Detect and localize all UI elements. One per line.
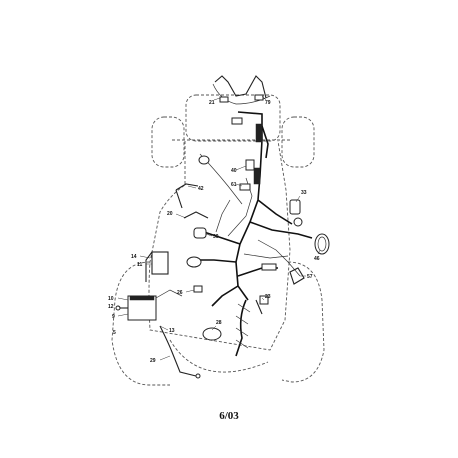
- callout-42: 42: [198, 186, 204, 192]
- ignition-switch: [198, 155, 210, 165]
- harness-branch-right: [257, 199, 293, 225]
- seat-switch-28: [202, 327, 222, 341]
- callout-57: 57: [307, 274, 313, 280]
- battery-cable-positive: [155, 289, 183, 299]
- seat-deck-outline: [169, 339, 269, 373]
- dash-switch: [231, 117, 243, 125]
- callout-23: 23: [265, 294, 271, 300]
- callout-14: 14: [131, 254, 137, 260]
- harness-connector-mid: [253, 167, 261, 185]
- harness-wire-pto: [243, 253, 289, 259]
- battery-bolt: [115, 305, 121, 311]
- callout-20: 20: [167, 211, 173, 217]
- callout-21: 21: [209, 100, 215, 106]
- callout-28: 28: [216, 320, 222, 326]
- right-side-components: [289, 199, 330, 285]
- harness-branch-left: [203, 231, 241, 245]
- harness-wire-seat: [257, 239, 301, 277]
- connector-26: [193, 285, 203, 293]
- callout-26: 26: [177, 290, 183, 296]
- rear-right-tire-outline: [281, 261, 325, 383]
- grommet: [293, 217, 303, 227]
- callout-33: 33: [301, 190, 307, 196]
- solenoid: [186, 256, 202, 268]
- switch-39: [193, 227, 207, 239]
- headlight-bracket: [214, 75, 267, 99]
- battery-box-side: [145, 251, 153, 282]
- rear-components: [193, 285, 269, 357]
- dash-components: [175, 117, 255, 209]
- callout-40: 40: [231, 168, 237, 174]
- headlight-right: [254, 94, 264, 101]
- harness-connector-upper: [255, 123, 263, 143]
- front-left-tire-outline: [151, 116, 185, 168]
- harness-wire-left: [215, 199, 231, 233]
- harness-coil-wraps: [235, 303, 251, 349]
- harness-connector-lower: [261, 263, 277, 271]
- callout-12: 12: [108, 304, 114, 310]
- callout-11: 11: [137, 262, 143, 268]
- headlight-left: [219, 96, 229, 103]
- callout-9: 9: [112, 314, 115, 320]
- battery-section: [115, 251, 201, 379]
- harness-branch-rear: [211, 285, 239, 307]
- body-outline: [148, 140, 291, 351]
- callout-79: 79: [265, 100, 271, 106]
- callout-5: 5: [113, 330, 116, 336]
- clip-20: [183, 211, 209, 219]
- module-40: [245, 159, 255, 171]
- harness-branch-left-low: [198, 259, 237, 263]
- callout-61: 61: [231, 182, 237, 188]
- callout-labels: 21 79 40 61 42 33 20 39 14 11 46 57 10 1…: [108, 100, 320, 364]
- callout-39: 39: [213, 234, 219, 240]
- tractor-outline: [111, 94, 325, 386]
- rear-left-tire-outline: [111, 261, 170, 386]
- harness-branch-light: [249, 221, 313, 239]
- fuse-holder-57: [289, 267, 305, 285]
- page-date-footer: 6/03: [219, 410, 239, 422]
- part-23-lead: [255, 299, 263, 315]
- harness-coil: [235, 299, 247, 357]
- ground-terminal: [195, 373, 201, 379]
- callout-13: 13: [169, 328, 175, 334]
- cable-42: [175, 183, 199, 191]
- headlight-assembly: [212, 75, 271, 105]
- battery-cable-negative: [159, 325, 197, 377]
- harness-branch-dash: [261, 125, 269, 159]
- callout-10: 10: [108, 296, 114, 302]
- main-wiring-harness: [198, 111, 313, 307]
- front-right-tire-outline: [281, 116, 315, 168]
- callout-29: 29: [150, 358, 156, 364]
- leader-lines: [117, 95, 321, 361]
- left-side-components: [183, 211, 209, 268]
- battery-box: [151, 251, 169, 275]
- battery-top: [129, 295, 155, 301]
- light-46-lens: [317, 236, 327, 252]
- cable-42-down: [175, 189, 183, 209]
- callout-46: 46: [314, 256, 320, 262]
- relay-61: [239, 183, 251, 191]
- hood-outline: [185, 94, 281, 142]
- switch-33: [289, 199, 301, 215]
- light-46: [314, 233, 330, 255]
